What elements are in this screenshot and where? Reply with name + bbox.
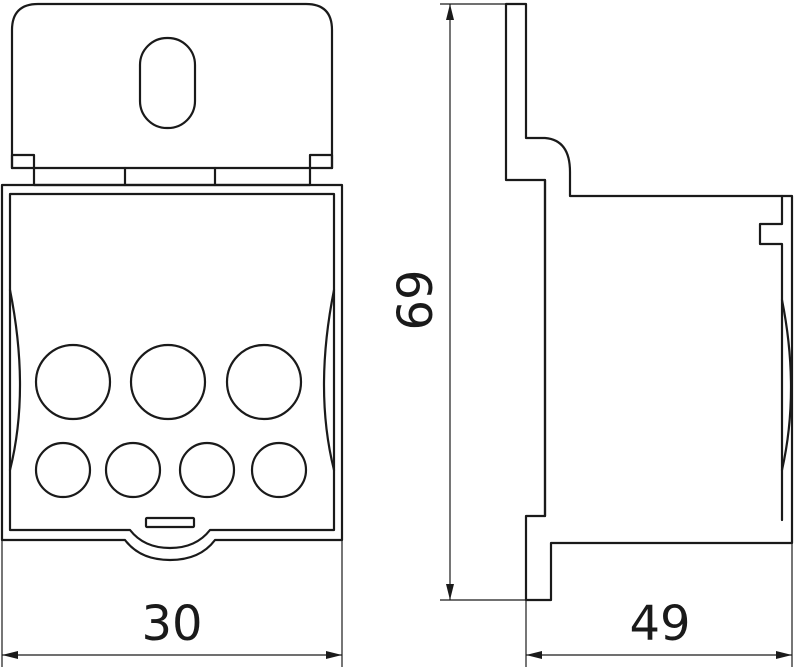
dimension-height-value: 69: [388, 269, 444, 330]
small-hole-1: [34, 441, 92, 499]
side-view: [504, 2, 794, 602]
right-grip: [322, 288, 336, 472]
large-hole-3: [225, 343, 303, 421]
front-body-outer: [0, 183, 344, 562]
front-view: [0, 2, 344, 562]
front-cover-inner: [8, 192, 336, 550]
small-hole-2: [104, 441, 162, 499]
side-profile: [504, 2, 794, 602]
mounting-slot: [138, 36, 197, 130]
dimension-width-value: 30: [141, 596, 202, 652]
dimension-height: 69: [388, 3, 526, 601]
side-hook: [758, 194, 784, 522]
large-hole-1: [34, 343, 112, 421]
small-hole-3: [178, 441, 236, 499]
left-grip: [8, 288, 22, 472]
latch-slot: [144, 516, 196, 529]
hinge-band: [10, 153, 334, 187]
dimension-depth-value: 49: [629, 596, 690, 652]
small-hole-4: [250, 441, 308, 499]
dimension-depth: 49: [525, 543, 793, 667]
side-grip: [780, 298, 793, 472]
dimension-width: 30: [1, 540, 343, 667]
large-hole-2: [129, 343, 207, 421]
front-mounting-tab: [10, 2, 334, 170]
